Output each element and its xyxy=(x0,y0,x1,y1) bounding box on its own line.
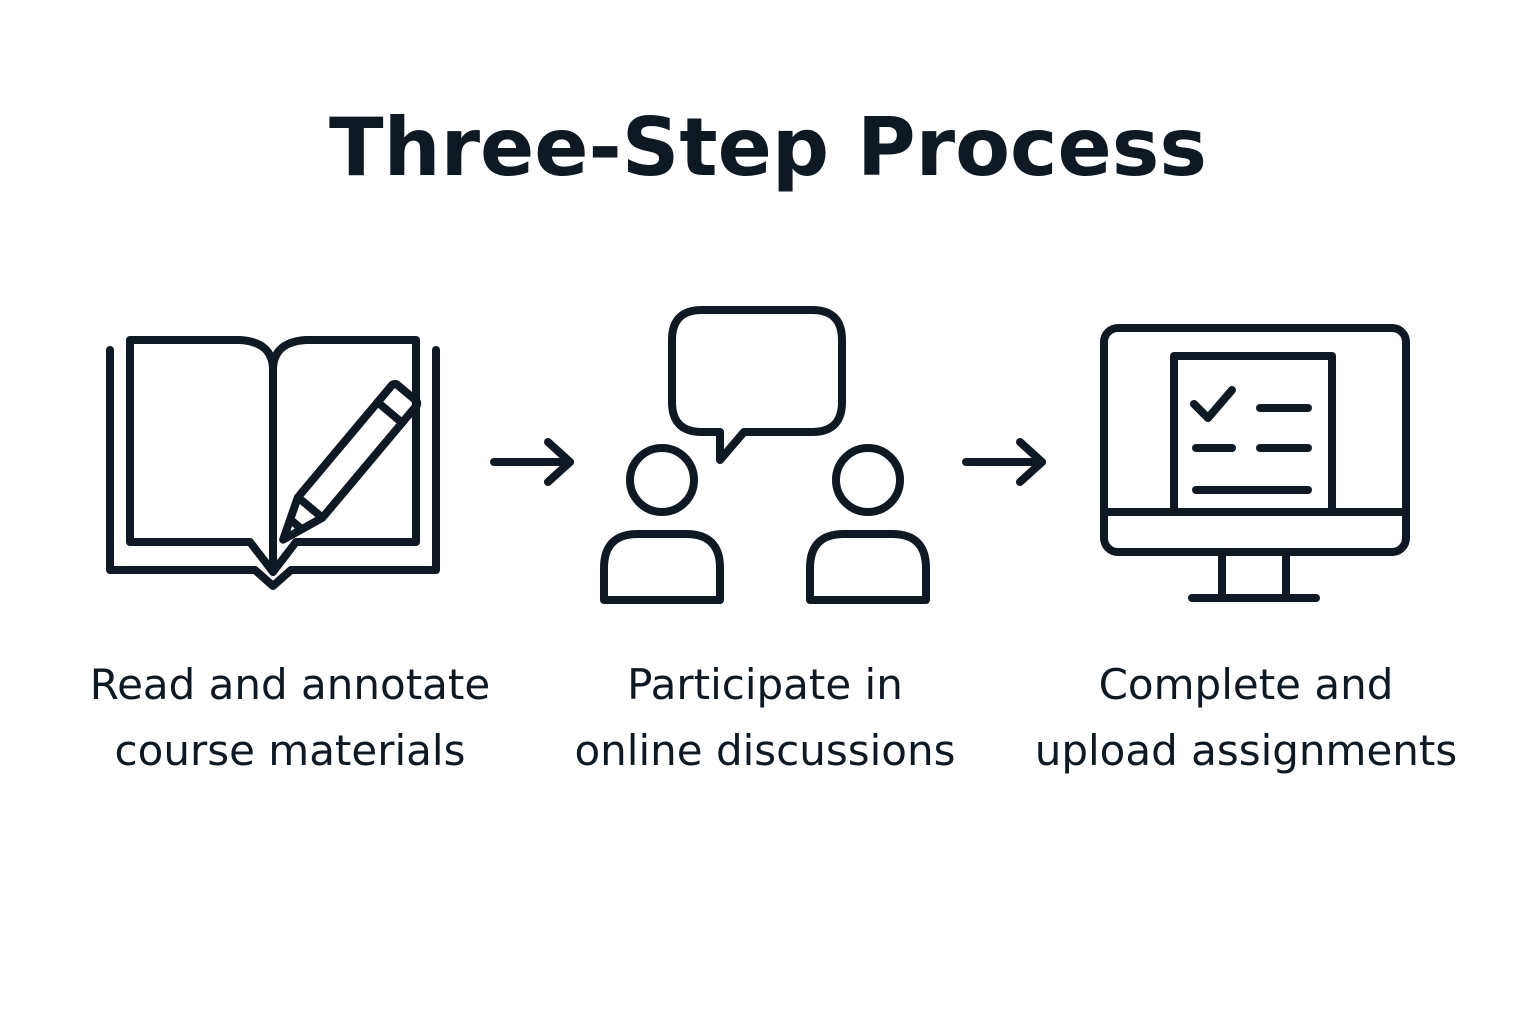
diagram-title: Three-Step Process xyxy=(329,101,1207,194)
step-2-label: Participate in online discussions xyxy=(525,652,1005,784)
computer-checklist-icon xyxy=(1100,324,1410,602)
step-3-label-line-1: Complete and xyxy=(1098,660,1394,709)
step-1-label: Read and annotate course materials xyxy=(50,652,530,784)
step-2-label-line-2: online discussions xyxy=(574,726,956,775)
arrow-right-icon xyxy=(490,438,574,486)
step-1-label-line-2: course materials xyxy=(114,726,466,775)
step-3-label: Complete and upload assignments xyxy=(1006,652,1486,784)
step-2-label-line-1: Participate in xyxy=(627,660,903,709)
step-3-label-line-2: upload assignments xyxy=(1034,726,1458,775)
discussion-people-icon xyxy=(600,306,930,604)
arrow-right-icon xyxy=(962,438,1046,486)
book-pencil-icon xyxy=(106,336,440,590)
step-1-label-line-1: Read and annotate xyxy=(89,660,491,709)
